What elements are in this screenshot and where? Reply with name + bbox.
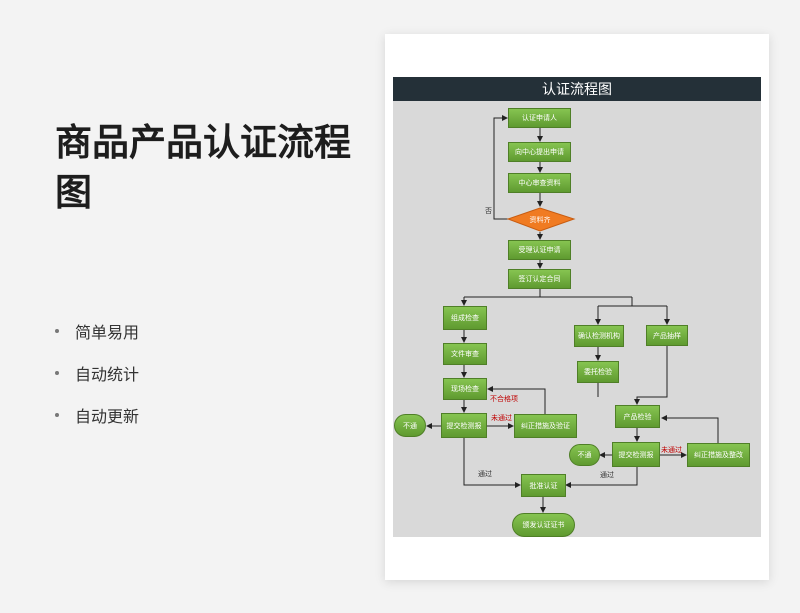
flow-node-fail-right: 不通 <box>569 444 600 466</box>
feature-label: 自动更新 <box>75 407 140 426</box>
flow-node-submit-report-right: 提交检测报 <box>612 442 660 467</box>
feature-item: 自动统计 <box>55 352 139 394</box>
flow-node-approve-certification: 批准认证 <box>521 474 566 497</box>
flow-node-site-inspection: 现场检查 <box>443 378 487 400</box>
feature-item: 自动更新 <box>55 394 139 436</box>
flow-node-product-test: 产品检验 <box>615 405 660 428</box>
edge-label-no: 否 <box>485 207 492 215</box>
decision-diamond <box>506 207 576 232</box>
bullet-icon <box>55 371 59 375</box>
edge-label-failed-left: 未通过 <box>491 414 512 422</box>
flow-node-applicant: 认证申请人 <box>508 108 571 128</box>
flow-decision-label: 资料齐 <box>529 216 551 224</box>
flow-node-submit-application: 向中心提出申请 <box>508 142 571 162</box>
flow-node-corrective-rectify: 纠正措施及整改 <box>687 443 750 467</box>
bullet-icon <box>55 329 59 333</box>
flow-node-document-review: 文件审查 <box>443 343 487 365</box>
flow-node-entrusted-test: 委托检验 <box>577 361 619 383</box>
flow-node-submit-report-left: 提交检测报 <box>441 413 487 438</box>
edge-label-passed-right: 通过 <box>600 471 614 479</box>
feature-item: 简单易用 <box>55 310 139 352</box>
page-title: 商品产品认证流程图 <box>55 121 351 214</box>
flow-node-accept-application: 受理认证申请 <box>508 240 571 260</box>
edge-label-failed-right: 未通过 <box>661 446 682 454</box>
flow-node-corrective-verify: 纠正措施及验证 <box>514 414 577 438</box>
document-heading: 认证流程图 <box>393 77 761 101</box>
bullet-icon <box>55 413 59 417</box>
feature-label: 自动统计 <box>75 365 140 384</box>
flow-node-review-documents: 中心审查资料 <box>508 173 571 193</box>
flow-node-form-inspection: 组成检查 <box>443 306 487 330</box>
flow-node-issue-certificate: 颁发认证证书 <box>512 513 575 537</box>
flow-node-fail-left: 不通 <box>394 414 426 437</box>
feature-label: 简单易用 <box>75 323 140 342</box>
flow-node-product-sampling: 产品抽样 <box>646 325 688 346</box>
flow-node-confirm-lab: 确认检测机构 <box>574 325 624 347</box>
flow-node-sign-contract: 签订认定合同 <box>508 269 571 289</box>
edge-label-passed-left: 通过 <box>478 470 492 478</box>
feature-list: 简单易用 自动统计 自动更新 <box>55 310 139 436</box>
edge-label-nonconformity: 不合格项 <box>490 395 518 403</box>
